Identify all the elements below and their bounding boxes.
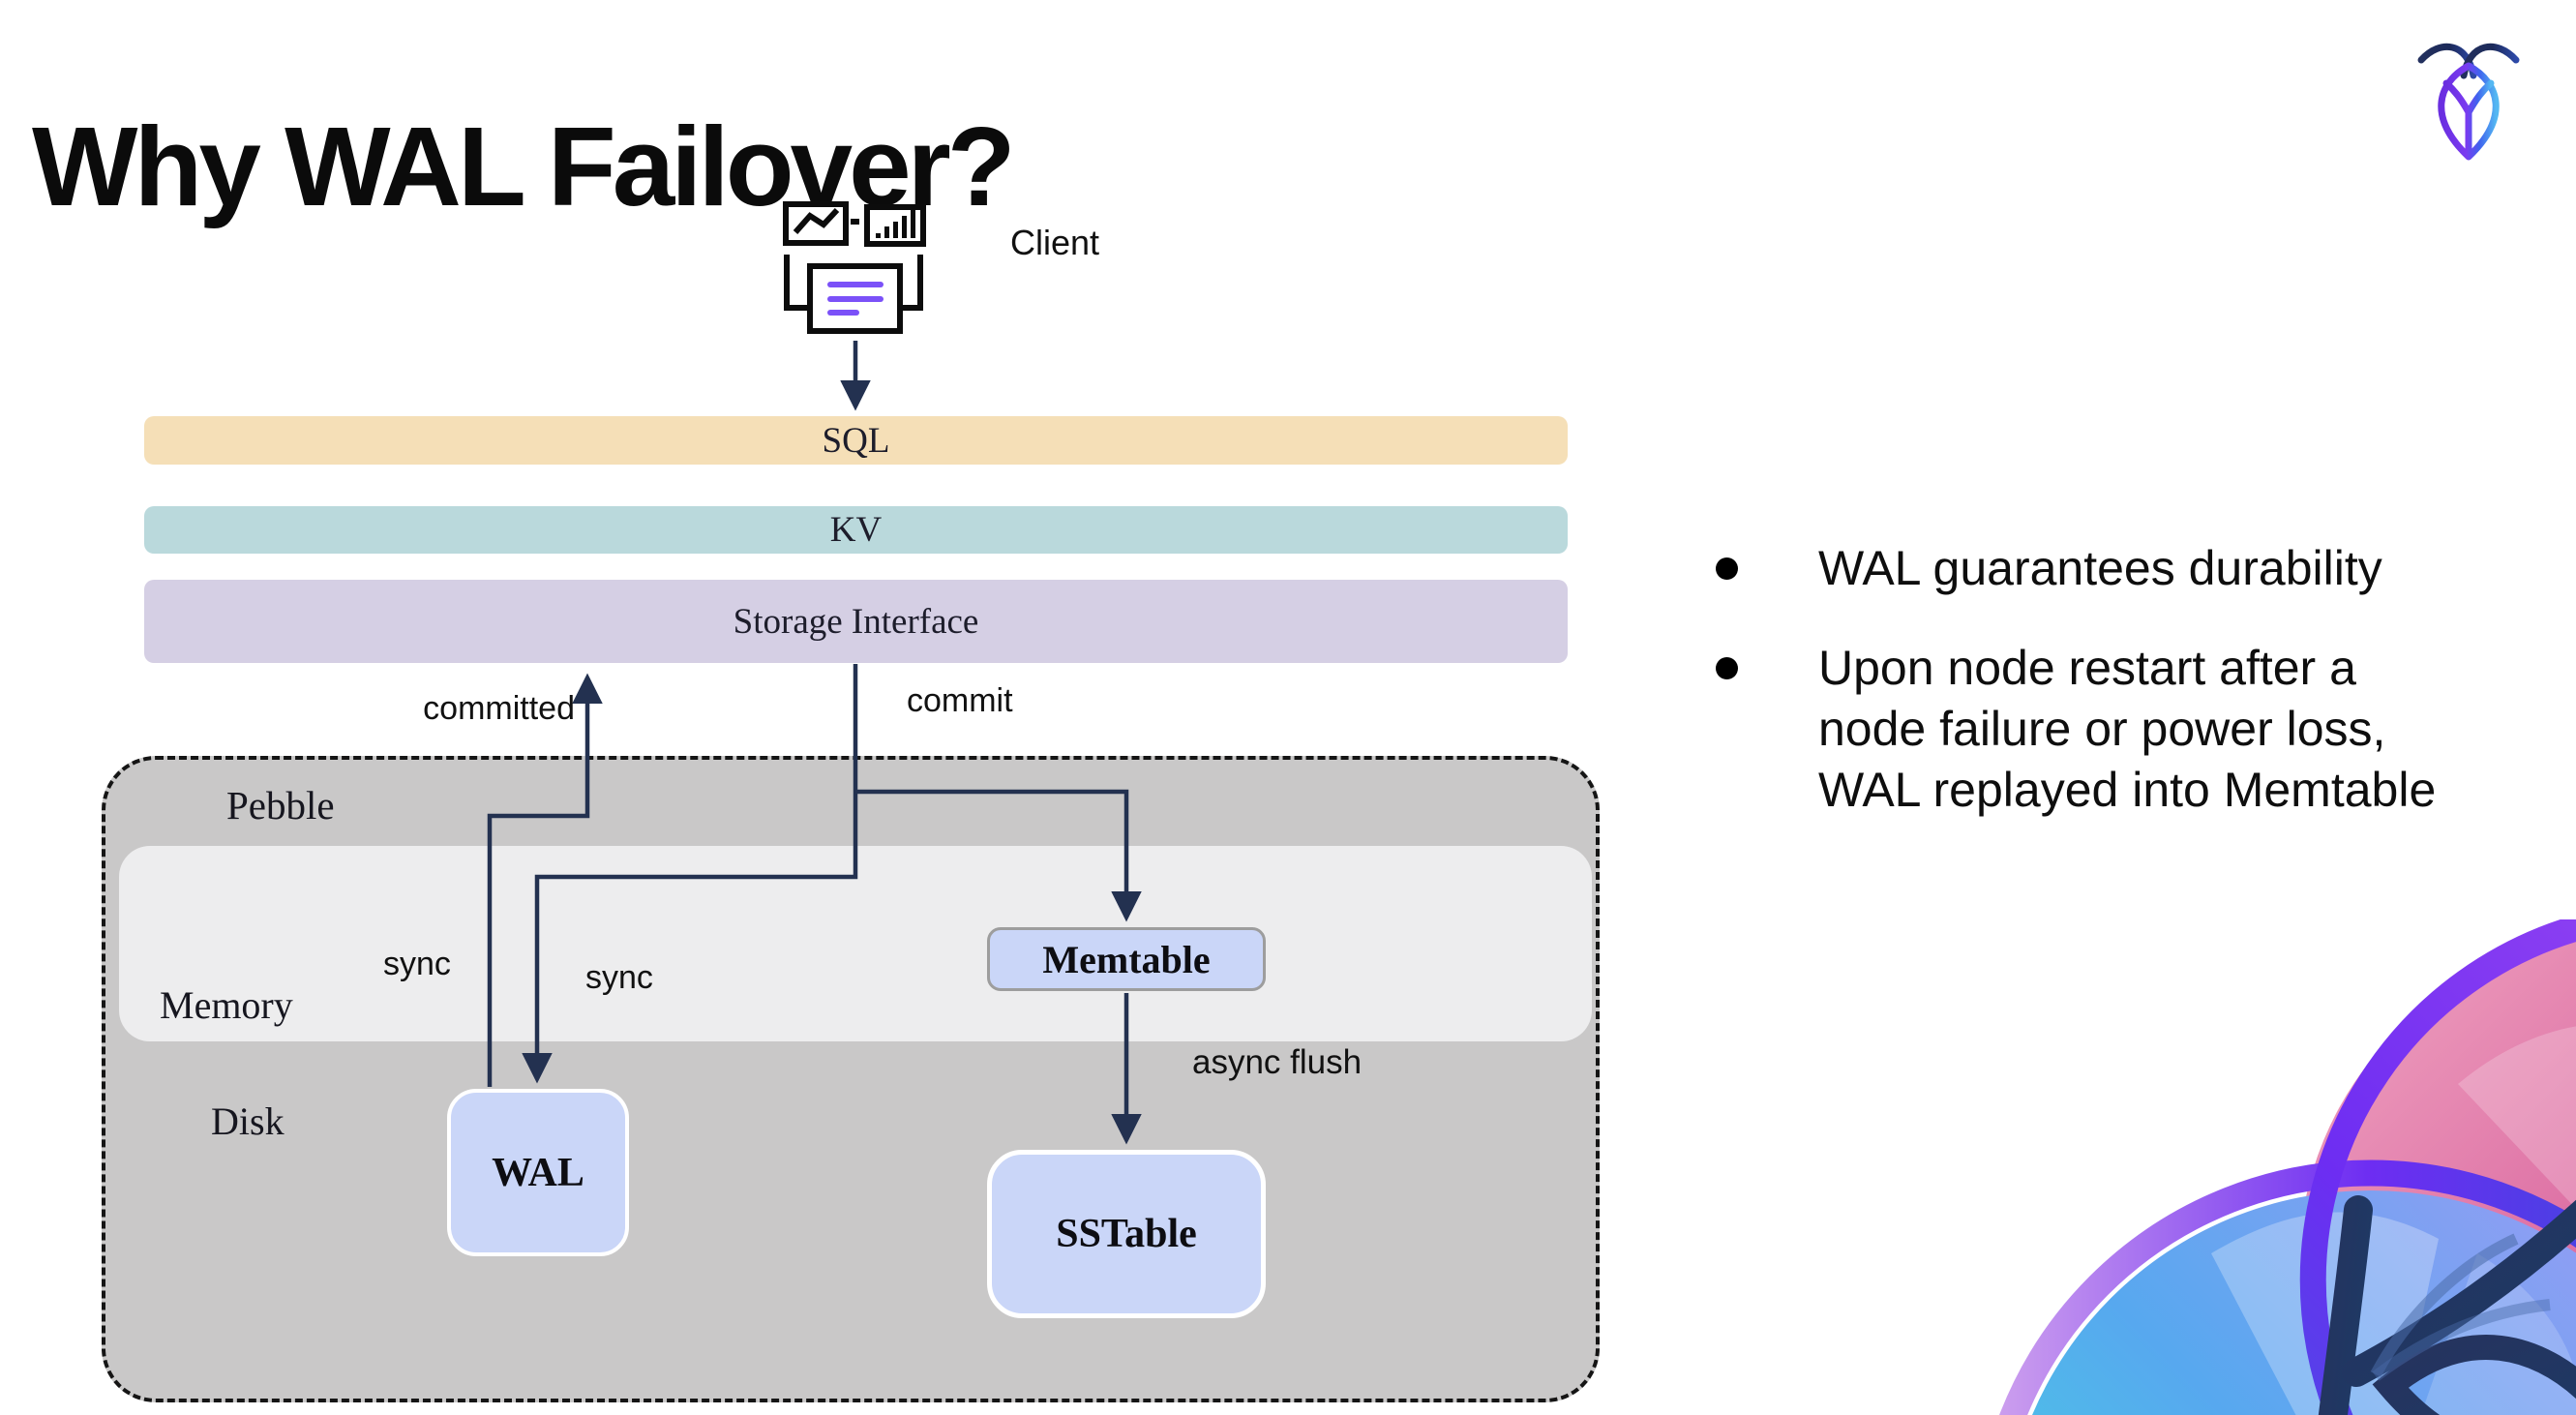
bullet-text: WAL guarantees durability: [1818, 541, 2382, 595]
bullet-list: WAL guarantees durability Upon node rest…: [1705, 538, 2537, 859]
edge-label-sync-right: sync: [585, 959, 653, 996]
memory-band: [119, 846, 1592, 1041]
layer-kv-label: KV: [829, 510, 883, 550]
client-icon: [783, 201, 926, 334]
bullet-item: WAL guarantees durability: [1705, 538, 2537, 599]
sstable-node: SSTable: [987, 1150, 1266, 1318]
client-label: Client: [1010, 223, 1100, 262]
sstable-label: SSTable: [1056, 1212, 1197, 1256]
memtable-node: Memtable: [987, 927, 1266, 991]
edge-label-commit: commit: [907, 682, 1013, 719]
bullet-item: Upon node restart after a node failure o…: [1705, 638, 2537, 821]
wal-node: WAL: [447, 1089, 629, 1256]
edge-label-committed: committed: [423, 690, 575, 727]
edge-label-async-flush: async flush: [1192, 1043, 1363, 1081]
memtable-label: Memtable: [1042, 937, 1211, 981]
layer-kv: KV: [144, 506, 1568, 554]
bullet-text: Upon node restart after a node failure o…: [1818, 641, 2437, 817]
bullet-dot-icon: [1716, 557, 1738, 580]
layer-sql: SQL: [144, 416, 1568, 465]
cockroachdb-logo-icon: [2417, 43, 2520, 161]
layer-storage-label: Storage Interface: [733, 601, 979, 642]
pebble-label: Pebble: [226, 783, 335, 828]
edge-label-sync-left: sync: [383, 946, 451, 982]
page-title: Why WAL Failover?: [32, 103, 1016, 229]
dash-connector: [851, 219, 859, 225]
layer-sql-label: SQL: [822, 420, 890, 461]
disk-label: Disk: [211, 1099, 285, 1143]
pebble-container: Pebble Memory Disk: [102, 756, 1600, 1402]
bullet-dot-icon: [1716, 657, 1738, 679]
brand-artwork: [1999, 919, 2576, 1415]
wal-label: WAL: [492, 1150, 584, 1195]
memory-label: Memory: [160, 983, 293, 1027]
layer-storage-interface: Storage Interface: [144, 580, 1568, 663]
